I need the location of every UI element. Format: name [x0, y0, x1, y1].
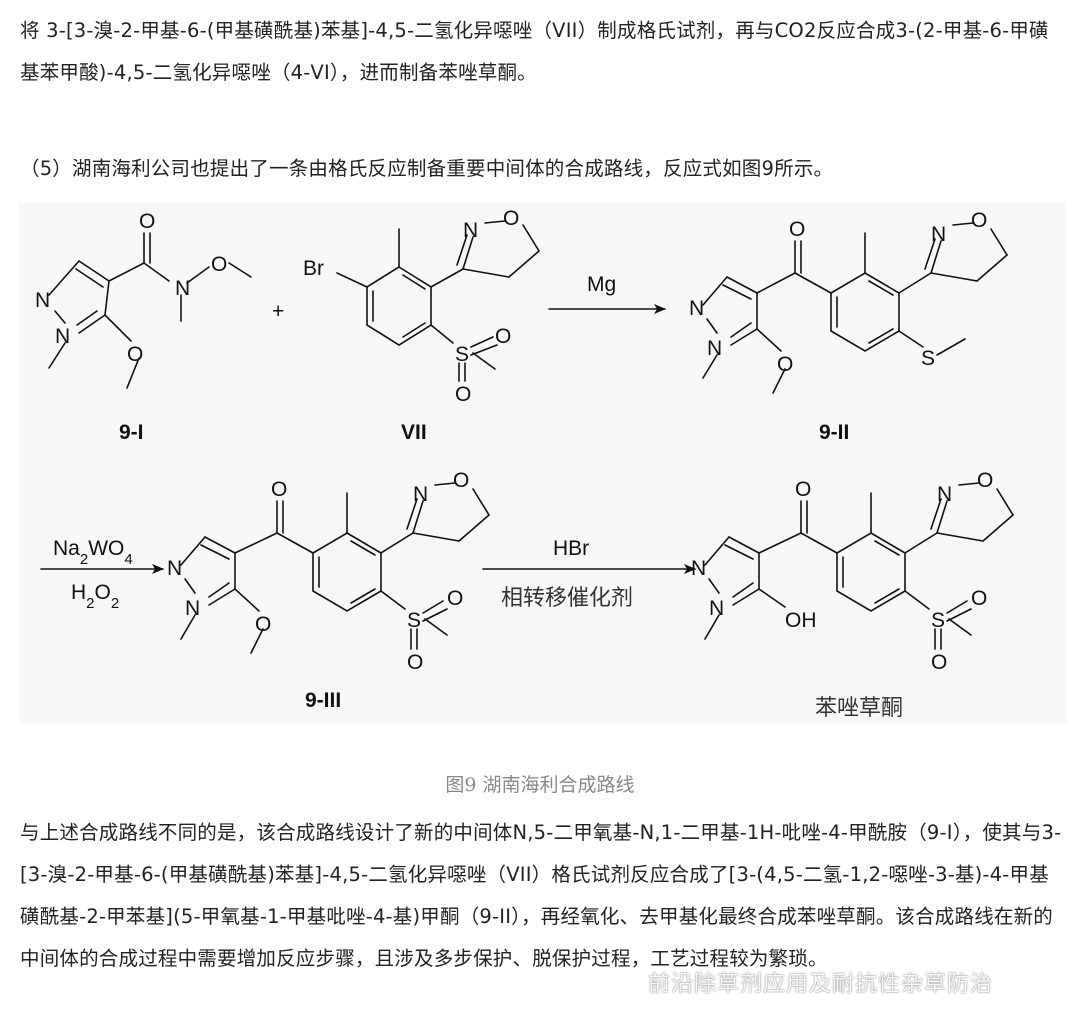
reaction-scheme-svg: O N O N N O 9-I +: [35, 207, 1014, 721]
watermark-text: 前沿除草剂应用及耐抗性杂草防治: [648, 972, 994, 997]
compound-label-vii: VII: [401, 421, 427, 444]
reagent-mg: Mg: [587, 273, 616, 296]
reagent-hbr: HBr: [553, 537, 589, 560]
atom-label: O: [271, 478, 287, 501]
compound-label-product: 苯唑草酮: [815, 696, 903, 721]
atom-label: N: [463, 219, 478, 242]
compound-label-9-i: 9-I: [119, 421, 144, 444]
atom-label: O: [453, 469, 469, 492]
figure-caption: 图9 湖南海利合成路线: [445, 774, 635, 796]
atom-label: O: [127, 343, 143, 366]
atom-label: O: [789, 218, 805, 241]
atom-label: O: [777, 353, 793, 376]
structure-9-iii: O N N O N O S O O 9-III: [167, 469, 490, 712]
reagent-h2o2: H2O2: [71, 581, 119, 612]
structure-9-i: O N O N N O 9-I: [35, 210, 252, 444]
atom-label: N: [185, 597, 200, 620]
atom-label: N: [689, 297, 704, 320]
atom-label: Br: [303, 257, 324, 280]
atom-label: O: [455, 383, 471, 406]
atom-label: O: [795, 478, 811, 501]
atom-label: S: [921, 347, 935, 370]
atom-label: O: [977, 469, 993, 492]
atom-label: O: [255, 613, 271, 636]
atom-label: O: [971, 209, 987, 232]
watermark: 前沿除草剂应用及耐抗性杂草防治: [612, 962, 993, 1002]
structure-9-ii: O N N O N O S 9-II: [689, 209, 1008, 444]
compound-label-9-ii: 9-II: [819, 421, 849, 444]
atom-label: O: [211, 253, 227, 276]
structure-product: O N N OH N O S O O 苯唑草酮: [691, 469, 1014, 721]
atom-label: N: [709, 597, 724, 620]
paragraph-intro: 将 3-[3-溴-2-甲基-6-(甲基磺酰基)苯基]-4,5-二氢化异噁唑（VI…: [20, 19, 1049, 84]
atom-label: N: [931, 223, 946, 246]
compound-label-9-iii: 9-III: [305, 689, 341, 712]
atom-label: O: [139, 210, 155, 233]
structure-vii: Br N O S O O VII: [303, 207, 540, 444]
atom-label: N: [175, 277, 190, 300]
reagent-na2wo4: Na2WO4: [53, 537, 133, 568]
reaction-scheme: O N O N N O 9-I +: [19, 203, 1066, 723]
paragraph-discussion: 与上述合成路线不同的是，该合成路线设计了新的中间体N,5-二甲氧基-N,1-二甲…: [20, 821, 1062, 970]
atom-label: S: [455, 343, 469, 366]
plus-sign: +: [272, 300, 284, 323]
atom-label: S: [407, 609, 421, 632]
wechat-icon: [613, 970, 641, 993]
atom-label: N: [937, 483, 952, 506]
atom-label: N: [413, 483, 428, 506]
atom-label-oh: OH: [785, 609, 817, 632]
reagent-phase-transfer-catalyst: 相转移催化剂: [501, 586, 633, 611]
atom-label: O: [447, 587, 463, 610]
atom-label: O: [931, 651, 947, 674]
atom-label: O: [971, 587, 987, 610]
atom-label: N: [167, 557, 182, 580]
atom-label: N: [35, 289, 50, 312]
atom-label: O: [503, 207, 519, 230]
atom-label: N: [691, 557, 706, 580]
paragraph-route-intro: （5）湖南海利公司也提出了一条由格氏反应制备重要中间体的合成路线，反应式如图9所…: [20, 157, 834, 180]
atom-label: O: [407, 651, 423, 674]
atom-label: N: [55, 325, 70, 348]
atom-label: N: [707, 337, 722, 360]
atom-label: O: [495, 325, 511, 348]
atom-label: S: [931, 609, 945, 632]
